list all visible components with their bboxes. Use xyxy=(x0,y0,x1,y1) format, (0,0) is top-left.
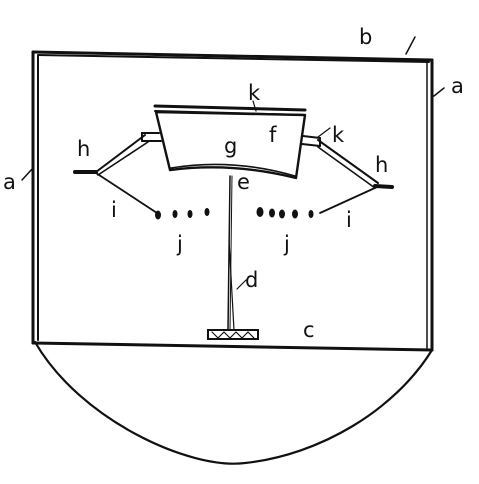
label-i-left: i xyxy=(111,198,117,222)
label-j-right: j xyxy=(283,232,290,256)
label-f: f xyxy=(269,123,277,147)
central-pillar xyxy=(227,175,235,331)
base-mount xyxy=(207,329,259,340)
label-d: d xyxy=(245,268,258,292)
lens-body xyxy=(154,110,307,180)
label-i-right: i xyxy=(346,208,352,232)
label-g: g xyxy=(224,134,237,158)
leader-lines xyxy=(21,36,445,290)
bracket-right xyxy=(301,135,321,147)
dot-row-right xyxy=(256,207,314,219)
label-k-right: k xyxy=(332,123,345,147)
labels: a a b c d e f g h h i i j j k k xyxy=(3,25,464,342)
arm-right xyxy=(317,139,394,214)
label-e: e xyxy=(237,170,250,194)
dot-row-left xyxy=(155,208,210,220)
label-a-right: a xyxy=(451,74,464,98)
label-k-top: k xyxy=(248,81,261,105)
arm-left xyxy=(73,134,158,214)
label-b: b xyxy=(359,25,372,49)
label-c: c xyxy=(303,318,315,342)
label-j-left: j xyxy=(176,232,183,256)
lens-arc xyxy=(170,163,296,177)
curved-base xyxy=(33,340,434,465)
frame xyxy=(31,50,434,352)
label-h-left: h xyxy=(77,137,90,161)
label-a-left: a xyxy=(3,170,16,194)
label-h-right: h xyxy=(375,153,388,177)
